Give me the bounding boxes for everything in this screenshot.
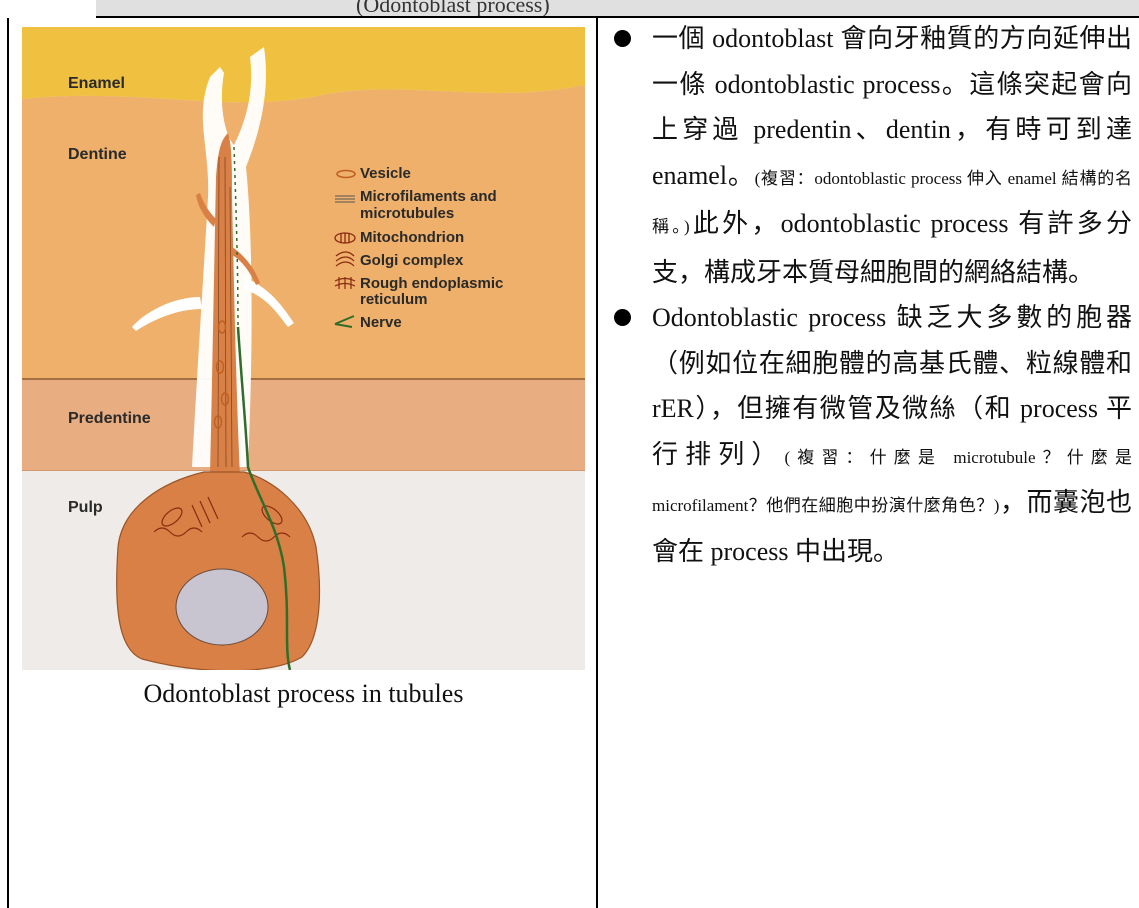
header-fragment: (Odontoblast process)	[356, 0, 550, 18]
legend-nerve: Nerve	[360, 314, 402, 331]
bullet-list: 一個 odontoblast 會向牙釉質的方向延伸出一條 odontoblast…	[612, 16, 1132, 574]
legend-microfilaments: Microfilaments and	[360, 188, 497, 205]
bullet-dot-icon	[614, 309, 631, 326]
figure-caption: Odontoblast process in tubules	[22, 676, 585, 712]
bullet-text: Odontoblastic process 缺乏大多數的胞器（例如位在細胞體的高…	[652, 303, 1132, 469]
dentine-layer	[22, 85, 585, 379]
table-border-left	[7, 18, 9, 908]
legend-rer: Rough endoplasmic	[360, 275, 503, 292]
odontoblast-diagram: Enamel Dentine Predentine Pulp Vesicle M…	[22, 27, 585, 670]
legend-vesicle: Vesicle	[360, 165, 411, 182]
bullet-text: 一個 odontoblast 會向牙釉質的方向延伸出一條 odontoblast…	[652, 24, 1132, 190]
nucleus	[176, 569, 268, 645]
bullet-item: Odontoblastic process 缺乏大多數的胞器（例如位在細胞體的高…	[612, 295, 1132, 574]
pulp-label: Pulp	[68, 499, 103, 516]
bullet-dot-icon	[614, 30, 631, 47]
legend-reticulum: reticulum	[360, 291, 428, 308]
legend-golgi: Golgi complex	[360, 252, 464, 269]
table-border-middle	[596, 18, 598, 908]
bullet-item: 一個 odontoblast 會向牙釉質的方向延伸出一條 odontoblast…	[612, 16, 1132, 295]
predentine-label: Predentine	[68, 410, 151, 427]
bullet-text: 此外，odontoblastic process 有許多分支，構成牙本質母細胞間…	[652, 209, 1132, 287]
legend-microtubules: microtubules	[360, 205, 454, 222]
odontoblast-figure: Enamel Dentine Predentine Pulp Vesicle M…	[22, 27, 585, 670]
dentine-label: Dentine	[68, 146, 127, 163]
legend-mitochondrion: Mitochondrion	[360, 229, 464, 246]
enamel-label: Enamel	[68, 75, 125, 92]
